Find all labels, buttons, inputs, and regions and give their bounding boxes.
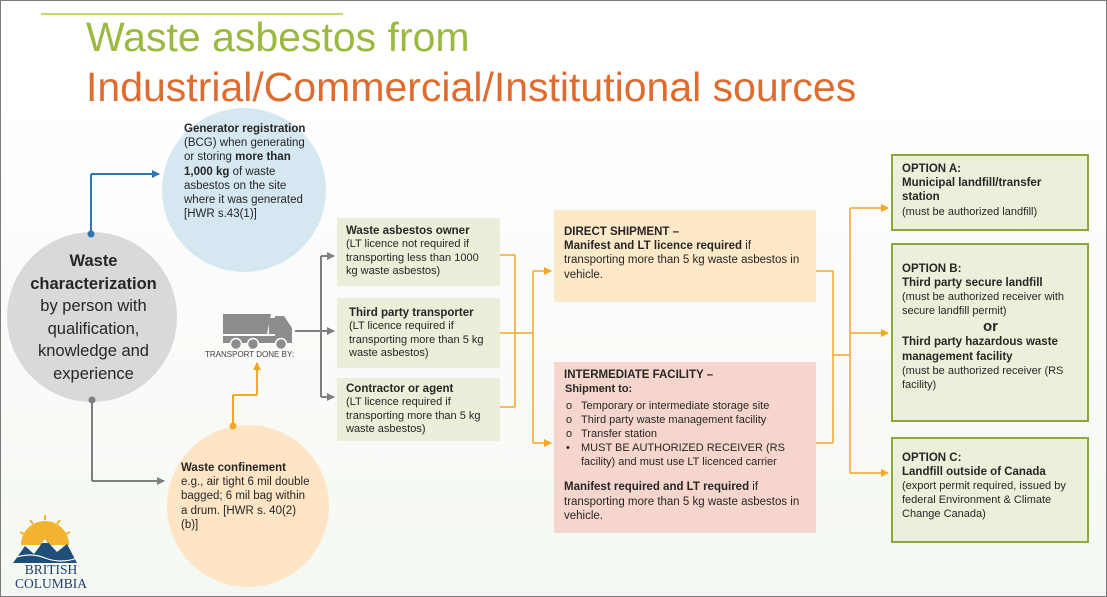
transport-label: TRANSPORT DONE BY: [205, 350, 295, 359]
option-b-title-2: Third party hazardous waste management f… [902, 336, 1058, 363]
title-line-1: Waste asbestos from [86, 14, 470, 60]
option-c-heading: OPTION C: [902, 452, 962, 464]
characterization-title: Waste characterization [30, 252, 157, 293]
confinement-circle [167, 425, 329, 587]
confinement-text: Waste confinement e.g., air tight 6 mil … [181, 461, 313, 532]
list-item-text: Temporary or intermediate storage site [581, 400, 770, 413]
option-b-heading: OPTION B: [902, 263, 962, 275]
intermediate-text: Manifest required and LT required if tra… [564, 480, 806, 523]
connector-shipment-to-options [816, 204, 889, 477]
direct-shipment-body: if transporting more than 5 kg waste asb… [564, 240, 800, 281]
option-c-box: OPTION C: Landfill outside of Canada (ex… [891, 437, 1089, 543]
list-item-text: Transfer station [581, 428, 658, 441]
generator-text: Generator registration (BCG) when genera… [184, 122, 316, 221]
characterization-body: by person with qualification, knowledge … [37, 297, 149, 383]
connector-to-generator [87, 170, 160, 238]
carrier-box-third-party: Third party transporter (LT licence requ… [337, 298, 500, 368]
carrier-note: (LT licence required if transporting mor… [346, 396, 481, 436]
list-item-text: Third party waste management facility [581, 414, 767, 427]
carrier-note: (LT licence required if transporting mor… [349, 320, 484, 360]
generator-text-2: of waste asbestos on the site where it w… [184, 165, 303, 221]
intermediate-bold: Manifest required and LT required [564, 481, 750, 494]
intermediate-title: INTERMEDIATE FACILITY – [564, 369, 714, 381]
option-a-heading: OPTION A: [902, 163, 961, 175]
list-item: • MUST BE AUTHORIZED RECEIVER (RS facilit… [564, 441, 806, 469]
option-b-box: OPTION B: Third party secure landfill (m… [891, 243, 1089, 422]
list-bullet: o [566, 400, 573, 413]
carrier-title: Contractor or agent [346, 383, 454, 395]
connector-transport-to-carriers [295, 252, 335, 401]
option-a-note: (must be authorized landfill) [902, 205, 1038, 218]
title-rule [41, 13, 343, 15]
option-b-note-1: (must be authorized receiver with secure… [902, 291, 1065, 318]
direct-shipment-text: Manifest and LT licence required if tran… [564, 239, 806, 282]
logo-line-1: BRITISH [24, 562, 78, 577]
carrier-title: Third party transporter [349, 307, 474, 319]
option-c-note: (export permit required, issued by feder… [902, 480, 1066, 521]
intermediate-subtitle: Shipment to: [565, 383, 633, 396]
list-item: o Temporary or intermediate storage site [564, 399, 806, 413]
direct-shipment-box: DIRECT SHIPMENT – Manifest and LT licenc… [554, 210, 816, 302]
list-item-text: MUST BE AUTHORIZED RECEIVER (RS facility… [581, 442, 785, 469]
list-item: o Transfer station [564, 427, 806, 441]
list-item: o Third party waste management facility [564, 413, 806, 427]
connector-to-confinement [88, 396, 165, 485]
list-bullet: o [566, 428, 573, 441]
direct-shipment-title: DIRECT SHIPMENT – [564, 226, 680, 238]
connector-carriers-to-shipment [500, 254, 552, 447]
generator-text-1: (BCG) when generating or storing [184, 137, 305, 164]
generator-circle [162, 108, 326, 272]
option-b-title-1: Third party secure landfill [902, 277, 1043, 290]
list-bullet: • [566, 442, 570, 455]
dump-truck-icon [223, 314, 292, 351]
bc-logo-icon [12, 515, 78, 563]
confinement-title: Waste confinement [181, 462, 287, 474]
option-b-or: or [983, 318, 998, 336]
carrier-box-owner: Waste asbestos owner (LT licence not req… [337, 218, 500, 286]
generator-title: Generator registration [184, 123, 306, 135]
carrier-title: Waste asbestos owner [346, 225, 470, 237]
logo-text: BRITISH COLUMBIA [8, 563, 94, 591]
connector-confinement-to-transport [229, 362, 261, 430]
intermediate-facility-box: INTERMEDIATE FACILITY – Shipment to: o Te… [554, 362, 816, 533]
confinement-body: e.g., air tight 6 mil double bagged; 6 m… [181, 476, 310, 531]
carrier-box-contractor: Contractor or agent (LT licence required… [337, 378, 500, 441]
option-b-note-2: (must be authorized receiver (RS facilit… [902, 364, 1064, 391]
characterization-circle [7, 232, 177, 402]
carrier-note: (LT licence not required if transporting… [346, 238, 479, 278]
option-a-box: OPTION A: Municipal landfill/transfer st… [891, 154, 1089, 231]
option-a-title: Municipal landfill/transfer station [902, 177, 1042, 204]
generator-bold: more than 1,000 kg [184, 151, 291, 178]
direct-shipment-bold: Manifest and LT licence required [564, 240, 743, 253]
intermediate-body: if transporting more than 5 kg waste asb… [564, 481, 800, 522]
option-c-title: Landfill outside of Canada [902, 466, 1046, 479]
title-line-2: Industrial/Commercial/Institutional sour… [86, 64, 857, 110]
logo-line-2: COLUMBIA [14, 576, 87, 591]
characterization-text: Waste characterization by person with qu… [21, 250, 166, 385]
list-bullet: o [566, 414, 573, 427]
